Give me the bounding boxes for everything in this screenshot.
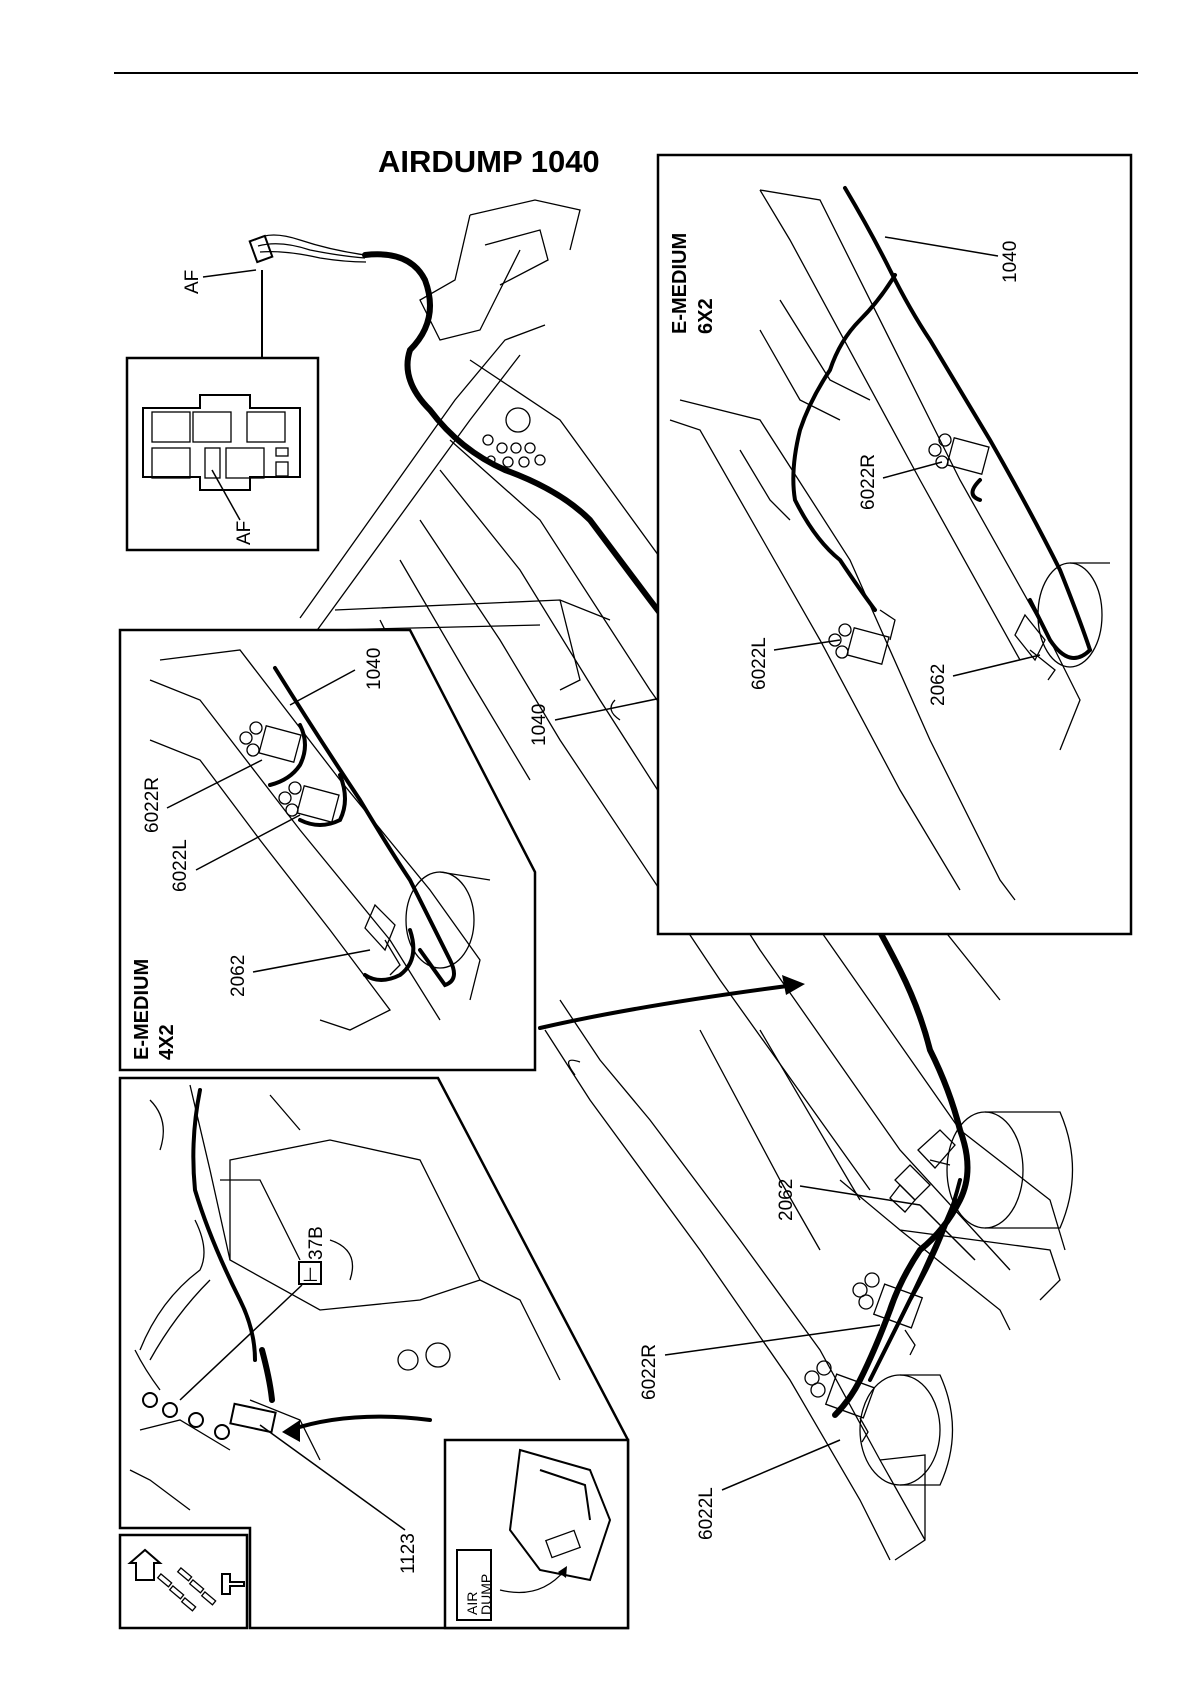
main-label-2062: 2062	[776, 1179, 797, 1221]
inset-6x2-title-line1: E-MEDIUM	[669, 233, 691, 334]
inset-airdump-switch: AIR DUMP	[445, 1440, 628, 1628]
main-label-6022l: 6022L	[696, 1487, 717, 1540]
fusebox-label-af-box: AF	[234, 521, 255, 545]
inset-4x2-label-2062: 2062	[228, 955, 249, 997]
inset-6x2-title-line2: 6X2	[695, 298, 717, 334]
page-title: AIRDUMP 1040	[378, 144, 600, 179]
main-label-6022r: 6022R	[639, 1344, 660, 1400]
inset-4x2-label-1040: 1040	[364, 648, 385, 690]
inset-6x2-label-1040: 1040	[1000, 241, 1021, 283]
switch-label-line2: DUMP	[478, 1574, 494, 1615]
inset-dashboard-label-1123: 1123	[398, 1533, 419, 1574]
inset-emedium-6x2: E-MEDIUM 6X2 1040 6022R 6022L 2062	[658, 155, 1131, 934]
fusebox-inset: AF	[127, 270, 318, 550]
inset-emedium-4x2: E-MEDIUM 4X2 1040 6022R 6022L 2062	[120, 630, 535, 1070]
inset-4x2-label-6022l: 6022L	[170, 839, 191, 892]
orientation-inset	[120, 1535, 247, 1628]
inset-dashboard-label-37b: 37B	[306, 1226, 327, 1260]
inset-6x2-label-2062: 2062	[928, 664, 949, 706]
inset-4x2-title-line1: E-MEDIUM	[131, 959, 153, 1060]
inset-6x2-label-6022r: 6022R	[858, 454, 879, 510]
arrow-4x2-to-main	[540, 985, 795, 1028]
inset-4x2-title-line2: 4X2	[156, 1024, 178, 1060]
inset-6x2-label-6022l: 6022L	[749, 637, 770, 690]
inset-4x2-label-6022r: 6022R	[142, 777, 163, 833]
fusebox-label-af-top: AF	[182, 270, 203, 294]
connector-37b-symbol: ⊥	[302, 1265, 319, 1286]
main-label-1040: 1040	[529, 704, 550, 746]
